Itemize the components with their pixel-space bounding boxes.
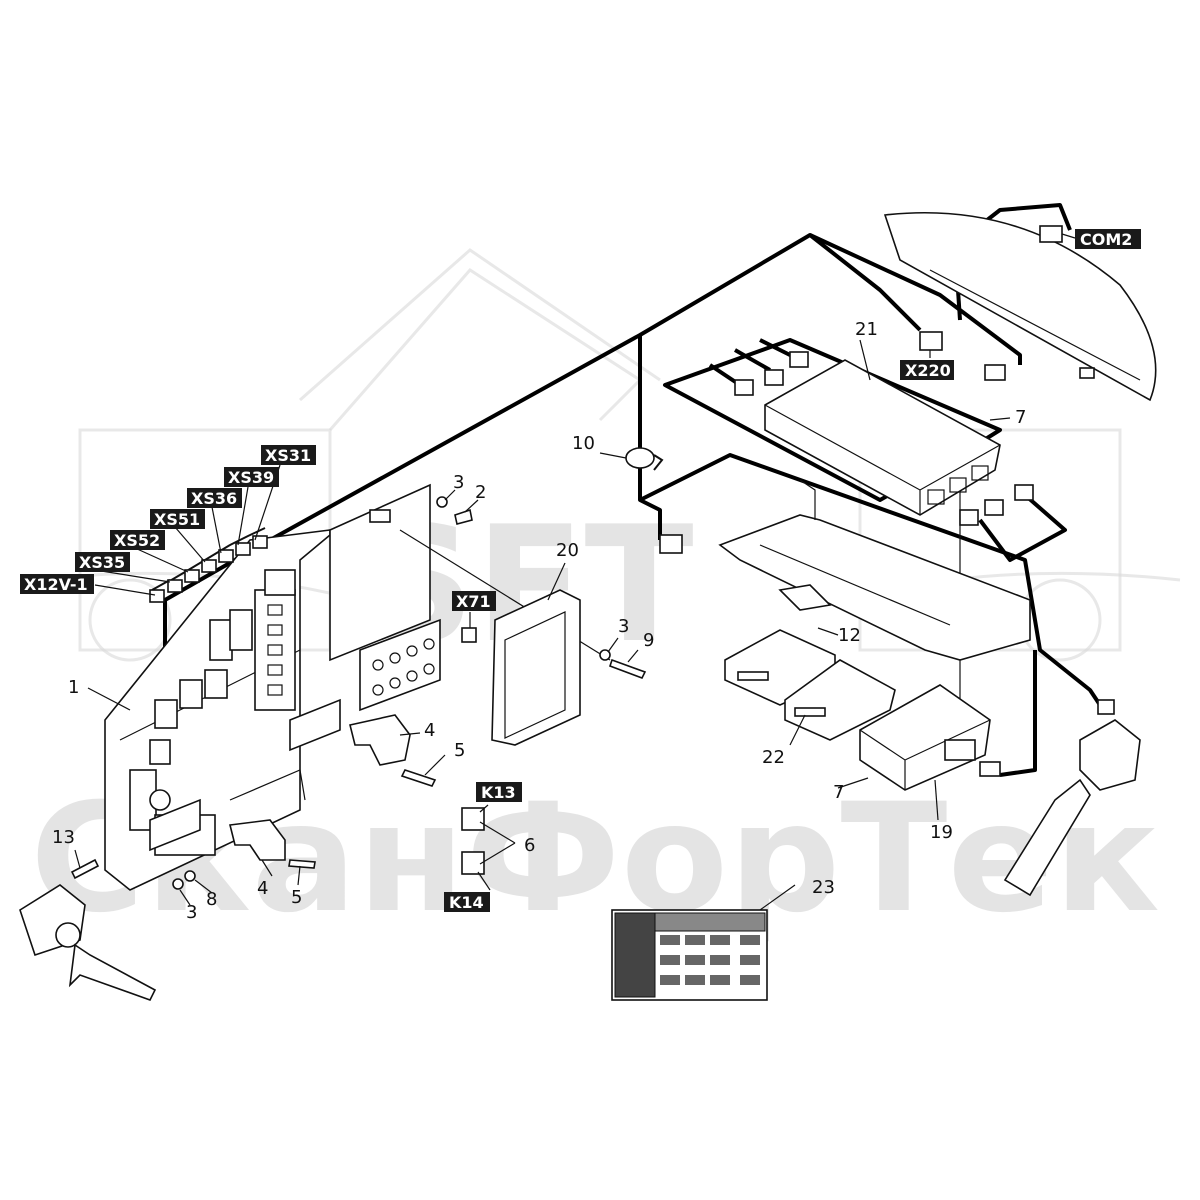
svg-text:X71: X71 <box>456 592 491 611</box>
svg-text:K14: K14 <box>449 893 484 912</box>
tag-xs39: XS39 <box>224 467 279 487</box>
connector-com2-plug <box>1039 225 1063 243</box>
callout-7-lower: 7 <box>833 782 844 803</box>
svg-text:XS31: XS31 <box>265 446 311 465</box>
svg-text:XS51: XS51 <box>154 510 200 529</box>
tag-x12v-1: X12V-1 <box>20 574 94 594</box>
callout-6: 6 <box>524 835 535 856</box>
tag-k13: K13 <box>476 782 522 802</box>
svg-text:COM2: COM2 <box>1080 230 1132 249</box>
tag-xs35: XS35 <box>75 552 130 572</box>
washer-3c <box>172 878 184 890</box>
pedal-right <box>1003 719 1141 897</box>
screw-9 <box>608 658 647 680</box>
screw-13 <box>70 858 100 880</box>
callout-12: 12 <box>838 625 861 646</box>
tag-x71: X71 <box>452 591 496 611</box>
connector-x220-plug <box>919 331 943 351</box>
callout-21: 21 <box>855 319 878 340</box>
nut-8 <box>184 870 196 882</box>
connector-tags: COM2 X220 XS31 XS39 XS36 XS51 XS52 XS35 <box>20 229 1141 912</box>
svg-text:XS52: XS52 <box>114 531 160 550</box>
tag-x220: X220 <box>900 360 954 380</box>
callout-19: 19 <box>930 822 953 843</box>
svg-text:X12V-1: X12V-1 <box>24 575 88 594</box>
callout-3-top: 3 <box>453 472 464 493</box>
callout-3-bottom: 3 <box>186 902 197 923</box>
callout-9: 9 <box>643 630 654 651</box>
module-19 <box>859 684 991 791</box>
relay-k14 <box>461 851 485 875</box>
callout-23: 23 <box>812 877 835 898</box>
callout-2: 2 <box>475 482 486 503</box>
svg-text:K13: K13 <box>481 783 516 802</box>
tag-xs51: XS51 <box>150 509 205 529</box>
fuse-decal-23 <box>611 909 768 1001</box>
relay-k13 <box>461 807 485 831</box>
screw-5b <box>288 859 316 869</box>
callout-8: 8 <box>206 889 217 910</box>
callout-numbers: 1 2 3 3 3 4 4 5 5 6 7 7 8 9 10 12 13 19 … <box>52 319 1026 923</box>
pad-22b <box>784 659 896 741</box>
callout-5-upper: 5 <box>454 740 465 761</box>
callout-10: 10 <box>572 433 595 454</box>
tag-xs31: XS31 <box>261 445 316 465</box>
callout-13: 13 <box>52 827 75 848</box>
svg-text:XS36: XS36 <box>191 489 237 508</box>
callout-5-lower: 5 <box>291 887 302 908</box>
control-module-20 <box>491 589 581 746</box>
callout-4-upper: 4 <box>424 720 435 741</box>
screw-5a <box>400 769 437 787</box>
callout-3-mid: 3 <box>618 616 629 637</box>
clamp-lower <box>229 819 286 861</box>
tag-com2: COM2 <box>1075 229 1141 249</box>
pedal-left <box>19 884 157 1001</box>
washer-3b <box>599 649 611 661</box>
svg-text:X220: X220 <box>905 361 951 380</box>
washer-3a <box>436 496 448 508</box>
grommet-10 <box>625 447 655 469</box>
callout-1: 1 <box>68 677 79 698</box>
callout-22: 22 <box>762 747 785 768</box>
tag-xs36: XS36 <box>187 488 242 508</box>
tag-k14: K14 <box>444 892 490 912</box>
svg-text:XS39: XS39 <box>228 468 274 487</box>
leader-lines <box>74 233 1076 911</box>
tag-xs52: XS52 <box>110 530 165 550</box>
callout-4-lower: 4 <box>257 878 268 899</box>
circuit-board <box>329 483 431 662</box>
connector-strip <box>359 618 441 712</box>
control-unit-21 <box>764 359 1001 516</box>
svg-text:XS35: XS35 <box>79 553 125 572</box>
diagram-parts <box>19 212 1157 1001</box>
callout-20: 20 <box>556 540 579 561</box>
clamp-upper <box>349 714 411 766</box>
callout-7-upper: 7 <box>1015 407 1026 428</box>
